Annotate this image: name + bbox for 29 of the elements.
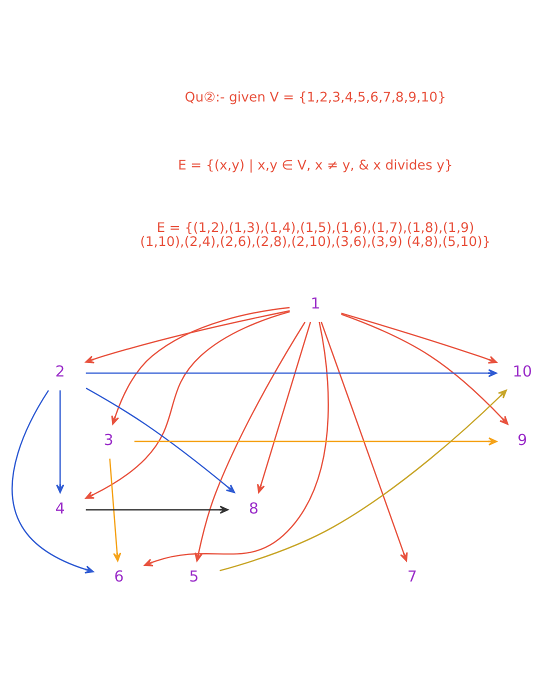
arrow xyxy=(144,321,329,566)
node-text: 5 xyxy=(189,567,199,586)
node-text: 2 xyxy=(55,362,65,380)
arrow xyxy=(220,389,507,571)
arrow xyxy=(320,321,408,561)
arrow xyxy=(341,312,498,364)
arrow xyxy=(85,310,290,363)
arrow xyxy=(56,390,64,493)
label: E = {(x,y) | x,y ∈ V, x ≠ y, & x divides y} xyxy=(178,158,453,174)
arrow xyxy=(85,310,290,498)
node-text: 9 xyxy=(518,430,528,449)
arrow xyxy=(134,436,498,446)
label: Qu②:- given V = {1,2,3,4,5,6,7,8,9,10} xyxy=(184,90,446,105)
arrow xyxy=(86,368,497,377)
node-text: 3 xyxy=(104,430,114,449)
node-text: 6 xyxy=(114,567,124,586)
arrow xyxy=(86,505,228,514)
arrow xyxy=(109,458,122,562)
label: E = {(1,2),(1,3),(1,4),(1,5),(1,6),(1,7),(1,8),(1,9) (1,10),(2,4),(2,6),(2,8),(2,10),(3,6),(3,9) (4,8),(5,10)} xyxy=(140,220,491,250)
node-text: 7 xyxy=(407,567,418,586)
arrow xyxy=(111,306,290,424)
node-text: 4 xyxy=(55,498,65,517)
arrow xyxy=(341,313,508,424)
node-text: 1 xyxy=(310,294,320,312)
node-text: 8 xyxy=(248,498,259,517)
node-text: 10 xyxy=(512,362,532,380)
arrow xyxy=(256,321,312,493)
arrow xyxy=(12,390,94,573)
arrow xyxy=(86,387,236,493)
